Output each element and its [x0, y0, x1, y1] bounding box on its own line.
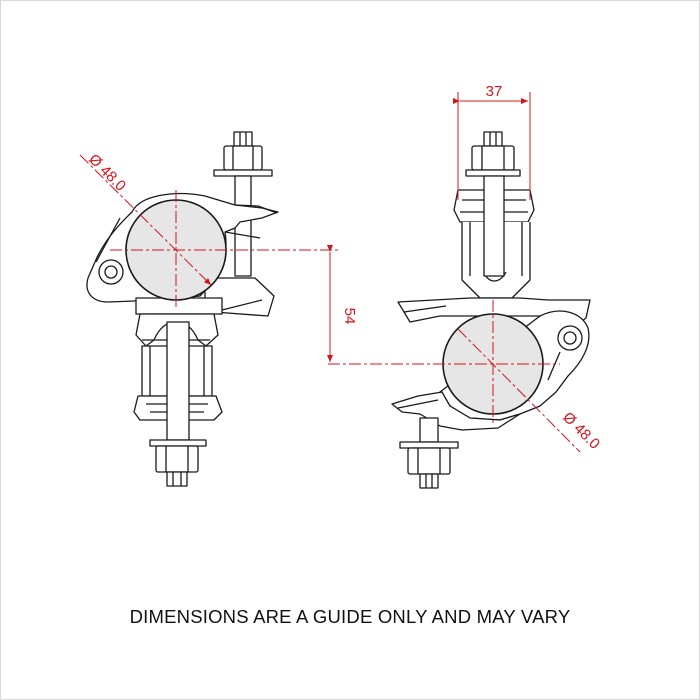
left-diameter-leader — [79, 154, 212, 286]
disclaimer-caption: DIMENSIONS ARE A GUIDE ONLY AND MAY VARY — [129, 606, 571, 627]
right-bottom-bolt — [399, 441, 459, 489]
right-lower-arm — [391, 391, 521, 443]
right-coupler — [391, 131, 591, 489]
right-diameter-leader — [457, 328, 581, 453]
left-top-bolt — [213, 131, 273, 277]
offset-label: 54 — [341, 308, 358, 325]
left-coupler — [86, 131, 279, 487]
left-lower-plate — [135, 277, 275, 317]
dimension-lines — [79, 92, 581, 453]
right-top-bolt — [465, 131, 521, 177]
left-lower-clamp — [133, 313, 223, 441]
width-label: 37 — [486, 83, 503, 100]
left-bottom-bolt — [149, 439, 207, 487]
right-upper-yoke — [453, 175, 535, 299]
right-diameter-label: Ø 48.0 — [559, 409, 603, 453]
left-diameter-label: Ø 48.0 — [85, 151, 129, 195]
